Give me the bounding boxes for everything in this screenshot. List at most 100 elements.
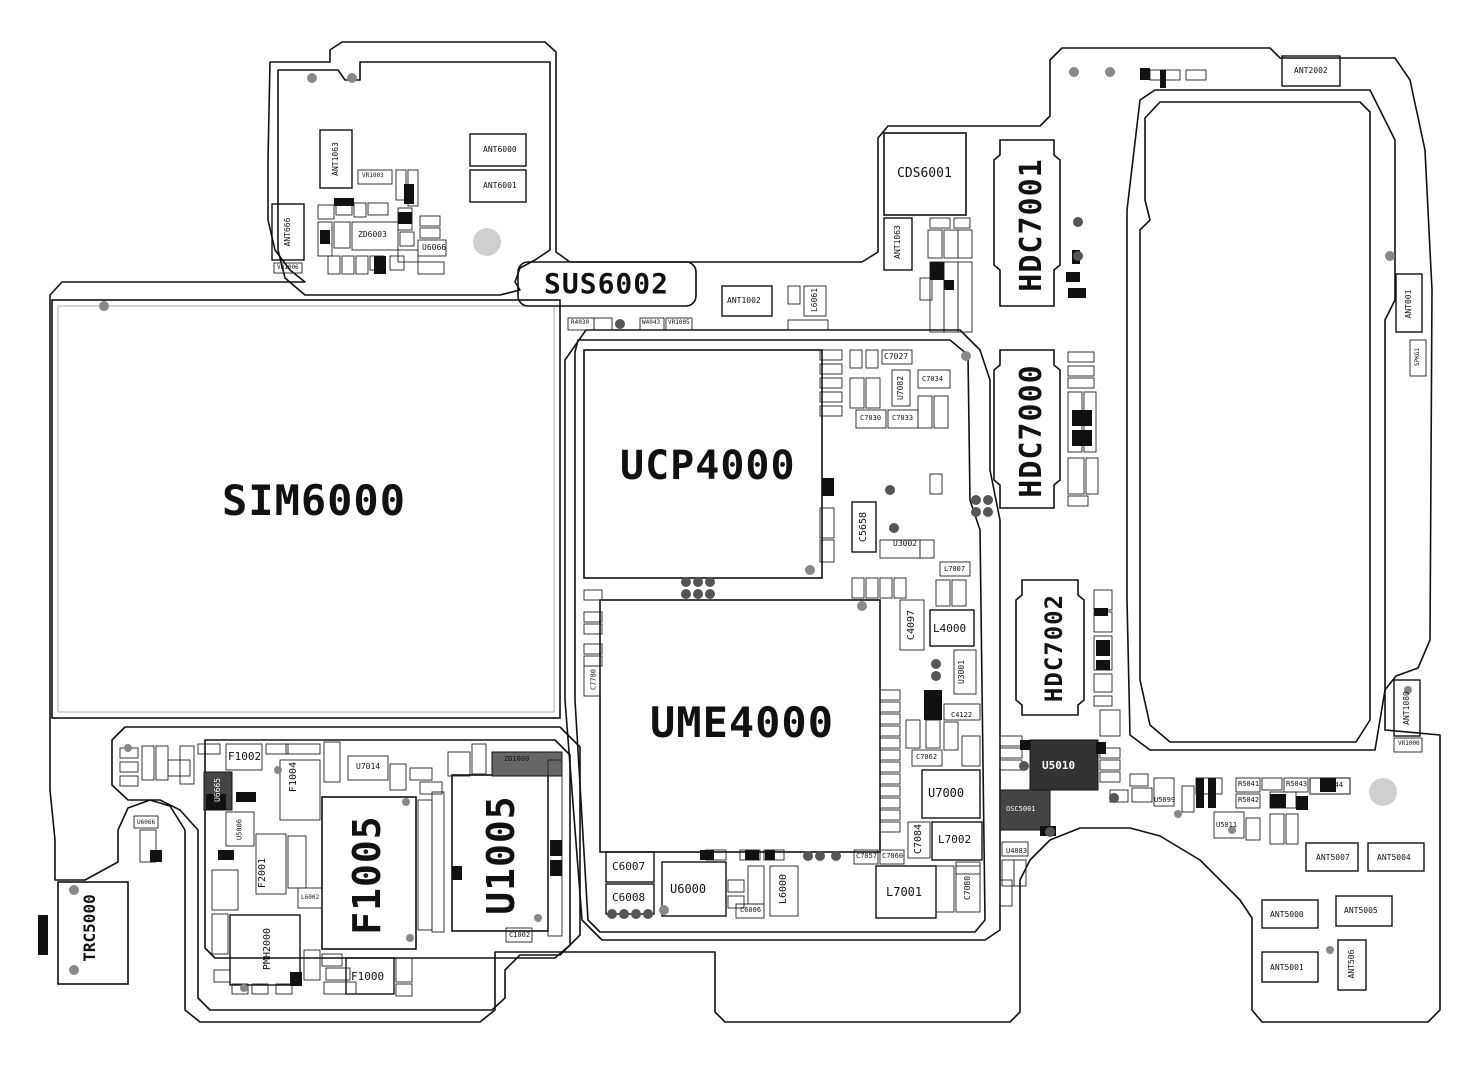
- label-vr1003: VR1003: [362, 172, 384, 179]
- label-hdc7001: HDC7001: [1014, 158, 1049, 292]
- label-f1000: F1000: [351, 970, 385, 983]
- sim6000-inner: [57, 305, 555, 713]
- label-r4030: R4030: [571, 319, 590, 326]
- hdc7000-connector: [993, 349, 1061, 509]
- label-u6665: U6665: [213, 777, 222, 803]
- label-l7007: L7007: [944, 565, 966, 573]
- label-f2001: F2001: [257, 857, 268, 889]
- label-ant5000: ANT5000: [1270, 910, 1304, 919]
- label-c4097: C4097: [906, 609, 917, 641]
- cds6001-footprint: [883, 132, 967, 216]
- label-c6008: C6008: [612, 891, 646, 904]
- label-hdc7002: HDC7002: [1040, 593, 1068, 703]
- hdc7001-connector: [993, 139, 1061, 307]
- sus6002-pad: [517, 261, 697, 307]
- label-ant1002: ANT1002: [727, 296, 761, 305]
- label-trc5000: TRC5000: [80, 894, 99, 962]
- label-l7001: L7001: [886, 885, 923, 899]
- ant5000-footprint: [1261, 899, 1319, 929]
- label-ant5007: ANT5007: [1316, 853, 1350, 862]
- label-ant5001: ANT5001: [1270, 963, 1304, 972]
- label-vr1000: VR1000: [1398, 740, 1420, 747]
- f1000-footprint: [345, 957, 395, 995]
- label-l6000: L6000: [778, 873, 789, 905]
- c6008-footprint: [605, 883, 655, 915]
- label-u3002: U3002: [893, 539, 918, 548]
- top-left-inner: [277, 61, 551, 296]
- label-c4122: C4122: [951, 711, 973, 719]
- label-c7080: C7080: [963, 875, 972, 901]
- label-sus6002: SUS6002: [544, 267, 670, 300]
- label-zd1000: ZD1000: [504, 755, 530, 763]
- ant5007-footprint: [1305, 842, 1359, 872]
- label-ant5004: ANT5004: [1377, 853, 1411, 862]
- hdc7002-connector: [1015, 579, 1085, 716]
- label-ant1063-top: ANT1063: [331, 142, 340, 176]
- label-c7062: C7062: [916, 753, 938, 761]
- label-vr1006: VR1006: [277, 264, 299, 271]
- label-ucp4000: UCP4000: [620, 443, 796, 489]
- ant1063-top-footprint: [319, 129, 353, 189]
- label-f1002: F1002: [228, 750, 262, 763]
- label-r5042: R5042: [1238, 796, 1260, 804]
- ant1080-footprint: [1393, 679, 1421, 737]
- label-l7002: L7002: [938, 833, 972, 846]
- label-u5006: U5006: [235, 818, 244, 841]
- osc5001-package: [999, 789, 1051, 831]
- label-ume4000: UME4000: [650, 698, 835, 747]
- u5010-package: [1029, 739, 1099, 791]
- label-c6006: C6006: [740, 906, 762, 914]
- label-c7780: C7780: [589, 668, 598, 691]
- label-u4083: U4083: [1006, 847, 1028, 855]
- label-u6000: U6000: [670, 882, 707, 896]
- label-u6066-low: U6066: [137, 819, 156, 826]
- ant5004-footprint: [1367, 842, 1425, 872]
- c5658-footprint: [851, 501, 877, 553]
- label-c5658: C5658: [858, 511, 869, 543]
- label-ant6001: ANT6001: [483, 181, 517, 190]
- f1005-footprint: [321, 796, 417, 950]
- c6007-footprint: [605, 851, 655, 883]
- label-c6007: C6007: [612, 860, 646, 873]
- label-r5041: R5041: [1238, 780, 1260, 788]
- label-w4043: W4043: [642, 319, 661, 326]
- label-spkg1: SPKG1: [1414, 347, 1421, 367]
- label-c7060: C7060: [882, 852, 904, 860]
- label-c7027: C7027: [884, 352, 909, 361]
- ant666-footprint: [271, 203, 305, 261]
- label-ant1080: ANT1080: [1402, 691, 1411, 725]
- label-c7057: C7057: [856, 852, 878, 860]
- label-u6066: U6066: [422, 243, 447, 252]
- label-zd6003: ZD6003: [358, 230, 387, 239]
- label-c7030: C7030: [860, 414, 882, 422]
- ant5001-footprint: [1261, 951, 1319, 983]
- label-f1005: F1005: [345, 815, 389, 935]
- label-u3001: U3001: [957, 659, 966, 685]
- sim6000-footprint: [51, 299, 561, 719]
- label-l4000: L4000: [933, 622, 967, 635]
- label-c7084: C7084: [913, 823, 924, 855]
- label-ant001: ANT001: [1404, 289, 1413, 319]
- l7002-footprint: [931, 821, 983, 861]
- label-vr1005: VR1005: [668, 319, 690, 326]
- ant1063-mid-footprint: [883, 217, 913, 271]
- right-shield-outline: [1139, 101, 1371, 743]
- label-u7082: U7082: [896, 375, 905, 401]
- label-u5010: U5010: [1042, 759, 1076, 772]
- label-u7014: U7014: [356, 762, 381, 771]
- label-u7000: U7000: [928, 786, 965, 800]
- label-c7033: C7033: [892, 414, 914, 422]
- ant506-footprint: [1337, 939, 1367, 991]
- label-l6002: L6002: [301, 894, 320, 901]
- l4000-footprint: [929, 609, 975, 647]
- label-ant506: ANT506: [1347, 949, 1356, 979]
- board-outer-outline: [49, 41, 1441, 1023]
- ucp4000-footprint: [583, 349, 823, 579]
- label-u5011: U5011: [1216, 821, 1238, 829]
- label-r5044: R5044: [1322, 781, 1344, 789]
- label-u5099: U5099: [1154, 796, 1176, 804]
- label-pmh2000: PMH2000: [262, 927, 273, 971]
- trc5000-side: [38, 915, 48, 955]
